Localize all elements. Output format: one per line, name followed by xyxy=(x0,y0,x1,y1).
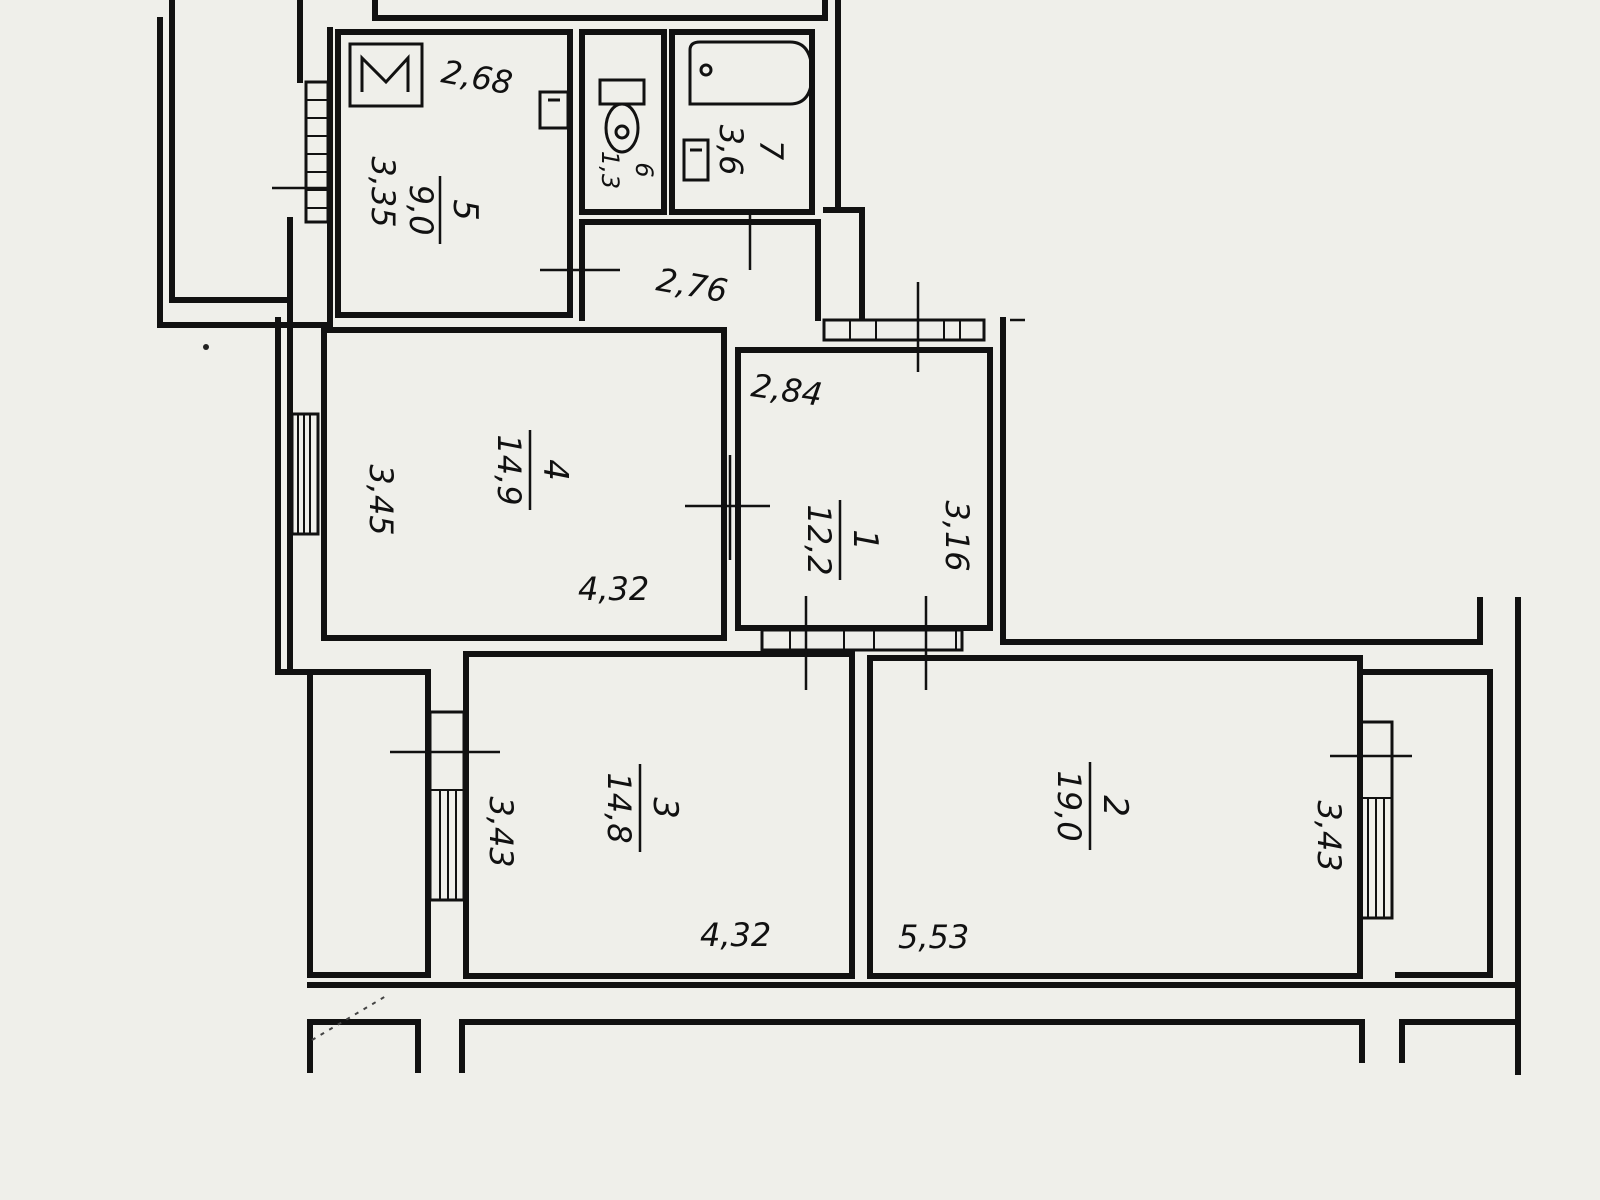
windows xyxy=(290,80,1394,920)
dim-room4-side: 3,45 xyxy=(362,464,400,535)
room-5-area: 9,0 xyxy=(402,185,440,236)
room-1-number: 1 xyxy=(845,529,885,551)
dim-room1-side: 3,16 xyxy=(938,500,976,571)
walls xyxy=(157,0,1521,1075)
door-marks xyxy=(272,186,1412,758)
dim-hall-width: 2,76 xyxy=(654,260,731,310)
scan-mark xyxy=(311,995,387,1041)
dim-kitchen-top: 2,68 xyxy=(439,52,516,102)
scan-speck xyxy=(203,344,209,350)
room-5-number: 5 xyxy=(445,199,485,221)
dim-room4-bottom: 4,32 xyxy=(578,570,649,608)
room-6-outline xyxy=(579,29,667,215)
room-1-area: 12,2 xyxy=(800,504,838,575)
room-3-number: 3 xyxy=(645,797,685,819)
bathtub-icon xyxy=(688,40,814,106)
room-3-label: 3 14,8 xyxy=(600,764,685,852)
room-4-outline xyxy=(321,327,727,641)
stove-icon xyxy=(348,42,424,108)
room-4-label: 4 14,9 xyxy=(490,430,575,510)
sink-icon xyxy=(538,90,570,130)
room-6-number: 6 xyxy=(630,162,658,177)
room-4-number: 4 xyxy=(535,459,575,481)
dim-kitchen-side: 3,35 xyxy=(364,156,402,227)
window-room-2 xyxy=(1358,720,1394,920)
vent-strip-top xyxy=(822,318,986,342)
dim-room3-bottom: 4,32 xyxy=(700,916,771,954)
room-3-area: 14,8 xyxy=(600,772,638,843)
room-2-area: 19,0 xyxy=(1050,770,1088,841)
toilet-icon xyxy=(598,78,646,154)
room-2-number: 2 xyxy=(1095,795,1135,817)
room-7-label: 7 3,6 xyxy=(712,125,790,176)
room-1-label: 1 12,2 xyxy=(800,500,885,580)
room-1-outline xyxy=(735,347,993,631)
dim-room2-bottom: 5,53 xyxy=(898,918,969,956)
fixtures xyxy=(348,40,814,182)
room-6-area: 1,3 xyxy=(596,151,624,189)
room-labels: 5 9,0 6 1,3 7 3,6 4 14,9 1 12,2 3 xyxy=(402,125,1135,852)
room-7-area: 3,6 xyxy=(712,125,750,176)
window-room-4 xyxy=(290,412,320,536)
room-6-label: 6 1,3 xyxy=(596,151,658,189)
window-room-3 xyxy=(428,710,466,902)
room-3-outline xyxy=(463,651,855,979)
vent-strip-mid xyxy=(760,628,964,652)
room-7-outline xyxy=(669,29,815,215)
room-5-label: 5 9,0 xyxy=(402,176,485,244)
room-7-number: 7 xyxy=(752,140,790,161)
room-5-outline xyxy=(335,29,573,318)
room-4-area: 14,9 xyxy=(490,434,528,505)
dim-room1-top: 2,84 xyxy=(749,366,825,414)
window-kitchen xyxy=(304,80,330,224)
washbasin-icon xyxy=(682,138,710,182)
dim-room3-side: 3,43 xyxy=(482,796,520,867)
loggia-wall xyxy=(169,0,293,303)
dim-room2-side: 3,43 xyxy=(1310,800,1348,871)
room-2-label: 2 19,0 xyxy=(1050,762,1135,850)
